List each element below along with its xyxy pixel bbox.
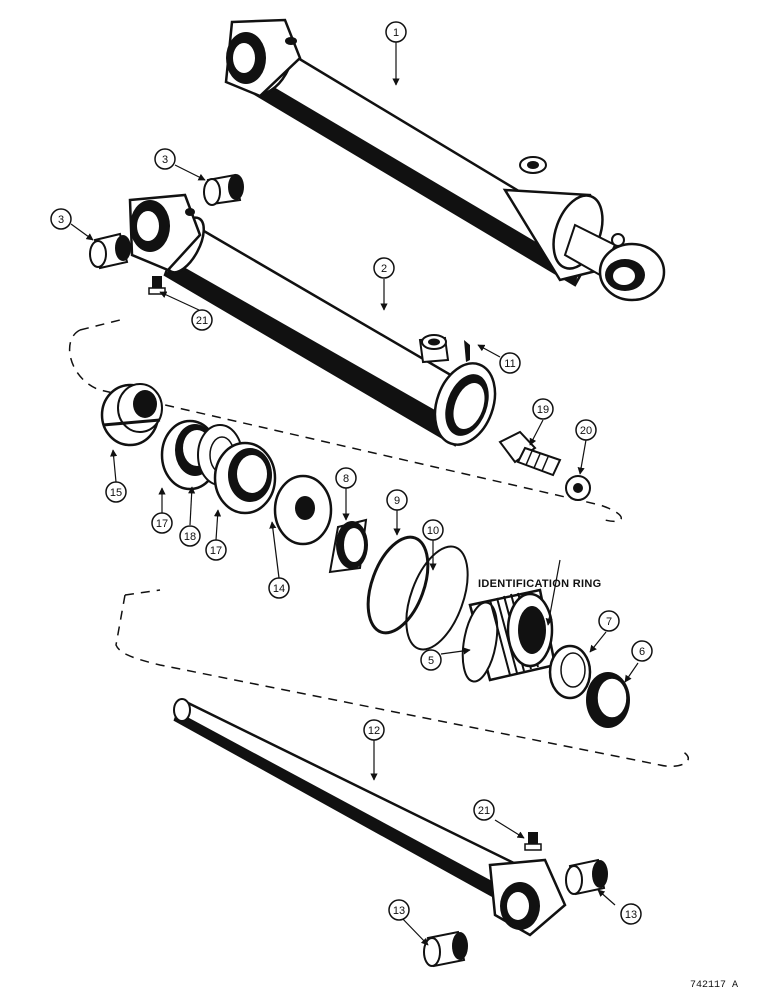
svg-text:19: 19	[537, 404, 549, 416]
bolt-part-19	[498, 430, 562, 477]
svg-text:10: 10	[427, 525, 439, 537]
figure-number: 742117 A	[690, 980, 738, 991]
svg-text:17: 17	[156, 518, 168, 530]
svg-text:3: 3	[58, 214, 64, 226]
bushing-part-8	[328, 518, 368, 574]
callout-7: 7	[598, 610, 620, 632]
callout-18: 18	[179, 525, 201, 547]
ring-part-7	[548, 644, 592, 700]
cylinder-barrel-part-2	[128, 193, 497, 447]
callout-3-upper: 3	[154, 148, 176, 170]
svg-text:7: 7	[606, 616, 612, 628]
bushing-part-13-left	[423, 930, 468, 968]
callout-9: 9	[386, 489, 408, 511]
svg-text:15: 15	[110, 487, 122, 499]
svg-text:14: 14	[273, 583, 285, 595]
group-outline-lower	[115, 594, 689, 768]
svg-text:2: 2	[381, 263, 387, 275]
callout-10: 10	[422, 519, 444, 541]
group-outline-upper	[69, 329, 622, 522]
identification-ring-label: IDENTIFICATION RING	[478, 578, 601, 590]
piston-rod-part-12	[173, 698, 567, 937]
washer-part-20	[565, 475, 591, 501]
callout-2: 2	[373, 257, 395, 279]
bushing-part-3-upper	[203, 173, 244, 206]
svg-text:1: 1	[393, 27, 399, 39]
piston-part-15	[100, 383, 163, 447]
callout-19: 19	[532, 398, 554, 420]
svg-text:6: 6	[639, 646, 645, 658]
svg-text:17: 17	[210, 545, 222, 557]
callout-21-upper: 21	[191, 309, 213, 331]
cylinder-assembly-part-1	[224, 18, 666, 302]
bushing-part-13-right	[565, 858, 608, 896]
leader-lines	[70, 42, 639, 946]
svg-text:9: 9	[394, 495, 400, 507]
svg-text:8: 8	[343, 473, 349, 485]
svg-text:5: 5	[428, 655, 434, 667]
callout-15: 15	[105, 481, 127, 503]
callout-13-left: 13	[388, 899, 410, 921]
callout-8: 8	[335, 467, 357, 489]
grease-fitting-part-21-upper	[148, 276, 166, 295]
svg-text:11: 11	[504, 358, 515, 370]
callout-12: 12	[363, 719, 385, 741]
svg-text:21: 21	[478, 805, 490, 817]
svg-text:18: 18	[184, 531, 196, 543]
callout-5: 5	[420, 649, 442, 671]
callout-13-right: 13	[620, 903, 642, 925]
svg-text:13: 13	[393, 905, 405, 917]
callout-14: 14	[268, 577, 290, 599]
callout-17-right: 17	[205, 539, 227, 561]
callout-17-left: 17	[151, 512, 173, 534]
piston-seal-part-17-right	[213, 441, 277, 515]
backup-ring-part-10	[405, 545, 469, 651]
bushing-part-3-lower	[89, 232, 131, 270]
callout-6: 6	[631, 640, 653, 662]
svg-text:13: 13	[625, 909, 637, 921]
grease-fitting-part-21-lower	[524, 832, 542, 851]
svg-text:3: 3	[162, 154, 168, 166]
rod-gland-part-5	[461, 588, 557, 683]
o-ring-part-9	[366, 535, 430, 635]
spacer-part-14	[273, 474, 333, 546]
callout-21-lower: 21	[473, 799, 495, 821]
svg-text:20: 20	[580, 425, 592, 437]
wiper-seal-part-6	[586, 672, 630, 728]
callout-1: 1	[385, 21, 407, 43]
svg-text:12: 12	[368, 725, 380, 737]
callout-3-lower: 3	[50, 208, 72, 230]
callout-11: 11	[499, 352, 521, 374]
svg-text:21: 21	[196, 315, 208, 327]
callout-20: 20	[575, 419, 597, 441]
